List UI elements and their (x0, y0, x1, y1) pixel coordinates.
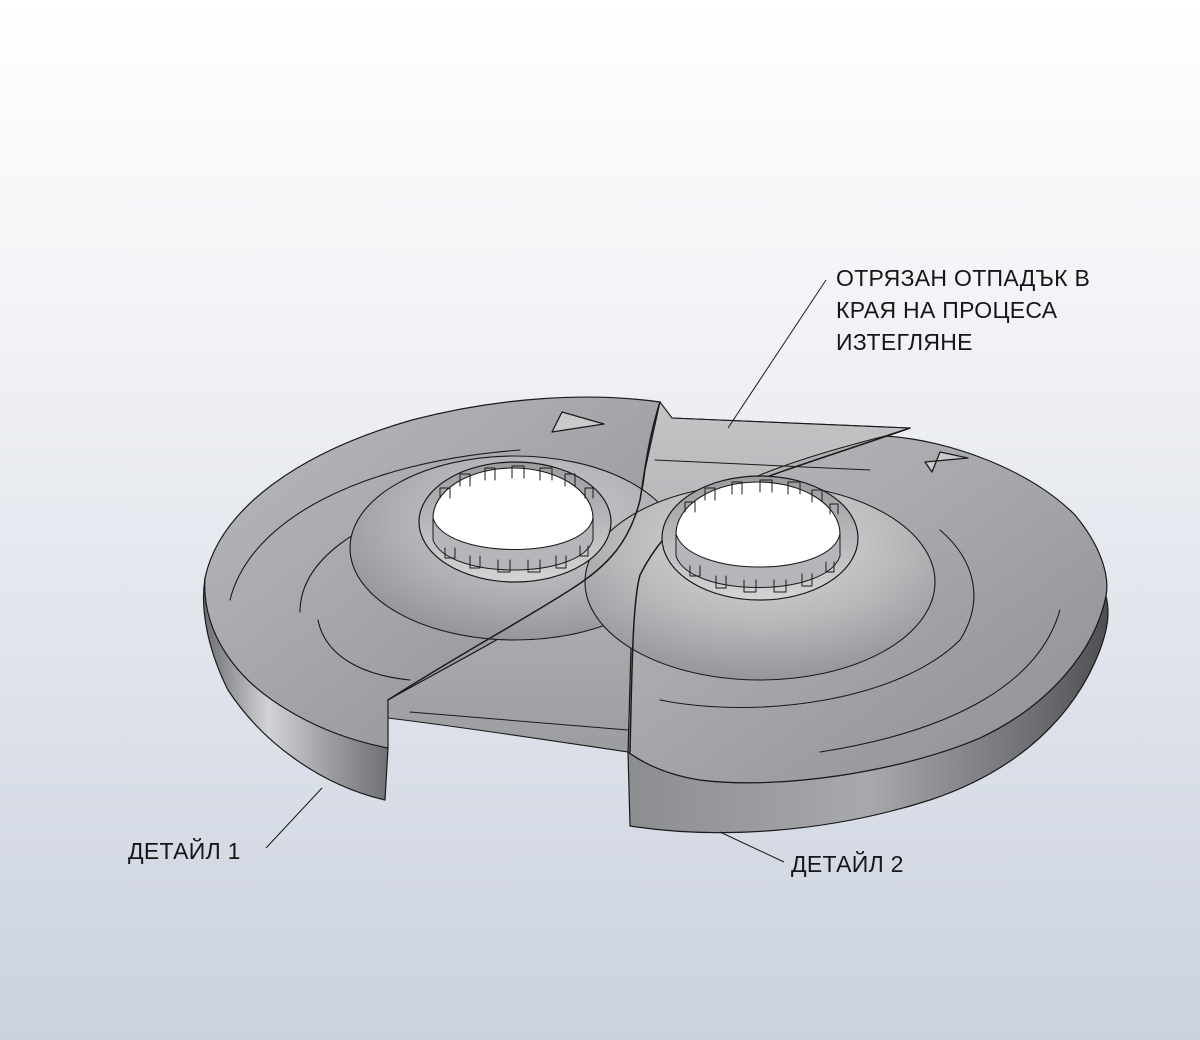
cut-line (387, 401, 661, 701)
stamped-part (202, 396, 1109, 834)
scrap-edge-line (654, 459, 871, 471)
callout-line: ИЗТЕГЛЯНЕ (836, 329, 973, 355)
callout-part-2: ДЕТАЙЛ 2 (791, 851, 904, 877)
scrap-edge-line (409, 711, 629, 731)
callout-line: КРАЯ НА ПРОЦЕСА (836, 297, 1058, 323)
leader-lines (265, 279, 827, 863)
leader-line-part1 (265, 787, 323, 849)
leader-line-part2 (719, 831, 785, 863)
direction-arrow-icon (924, 451, 969, 473)
part-1-flange-groove (229, 449, 521, 601)
part-2-hole (661, 475, 859, 601)
callout-cut-off-scrap: ОТРЯЗАН ОТПАДЪК В КРАЯ НА ПРОЦЕСА ИЗТЕГЛ… (836, 262, 1090, 358)
part-1-hole (418, 461, 612, 583)
part-2-flange-groove (659, 529, 975, 709)
callout-line: ОТРЯЗАН ОТПАДЪК В (836, 265, 1091, 291)
part-2-flange-groove (819, 609, 1061, 753)
direction-arrow-icon (551, 411, 605, 433)
scrap-edge-line (671, 417, 911, 429)
leader-line-cutoff (727, 279, 827, 429)
part-1-flange-groove (317, 619, 411, 681)
callout-part-1: ДЕТАЙЛ 1 (128, 838, 241, 864)
